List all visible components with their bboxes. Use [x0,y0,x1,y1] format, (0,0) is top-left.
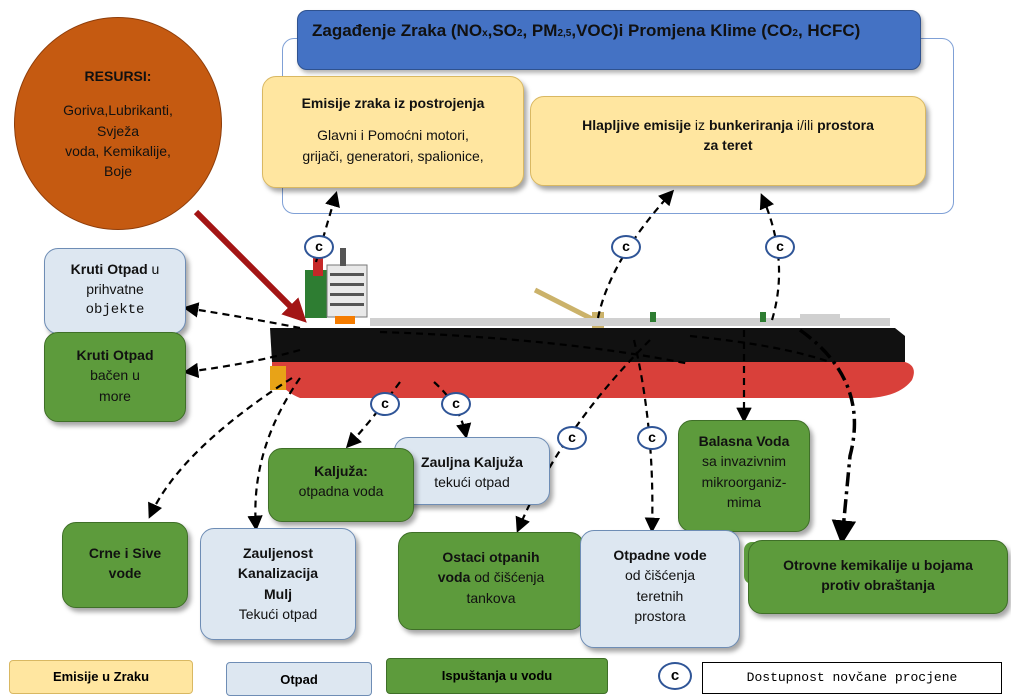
solid-waste-port-box: Kruti Otpad u prihvatne objekte [44,248,186,334]
cost-marker-6: c [557,426,587,450]
volatile-emissions-box: Hlapljive emisije iz bunkeriranja i/ili … [530,96,926,186]
solid-waste-sea-box: Kruti Otpad bačen u more [44,332,186,422]
cost-marker-5: c [441,392,471,416]
resources-title: RESURSI: [84,68,152,84]
oily-bilge-box: Zauljna Kaljuža tekući otpad [394,437,550,505]
black-grey-water-box: Crne i Sive vode [62,522,188,608]
tank-residue-box: Ostaci otpanih voda od čišćenja tankova [398,532,584,630]
antifouling-box: Otrovne kemikalije u bojama protiv obraš… [748,540,1008,614]
cost-marker-3: c [765,235,795,259]
cost-marker-7: c [637,426,667,450]
legend-air-emissions: Emisije u Zraku [9,660,193,694]
air-pollution-header: Zagađenje Zraka (NOx,SO2, PM2,5,VOC)i Pr… [297,10,921,70]
cost-marker-2: c [611,235,641,259]
legend-waste: Otpad [226,662,372,696]
oil-tanker-icon [270,248,914,398]
cost-marker-1: c [304,235,334,259]
legend-water-discharge: Ispuštanja u vodu [386,658,608,694]
plant-air-emissions-box: Emisije zraka iz postrojenja Glavni i Po… [262,76,524,188]
bilge-box: Kaljuža: otpadna voda [268,448,414,522]
legend-cost-marker-icon: c [658,662,692,690]
sewage-sludge-box: Zauljenost Kanalizacija Mulj Tekući otpa… [200,528,356,640]
resources-circle: RESURSI: Goriva,Lubrikanti, Svježa voda,… [14,17,222,230]
cargo-wastewater-box: Otpadne vode od čišćenja teretnih prosto… [580,530,740,648]
legend-monetary-valuation: Dostupnost novčane procjene [702,662,1002,694]
cost-marker-4: c [370,392,400,416]
ballast-water-box: Balasna Voda sa invazivnim mikroorganiz-… [678,420,810,532]
